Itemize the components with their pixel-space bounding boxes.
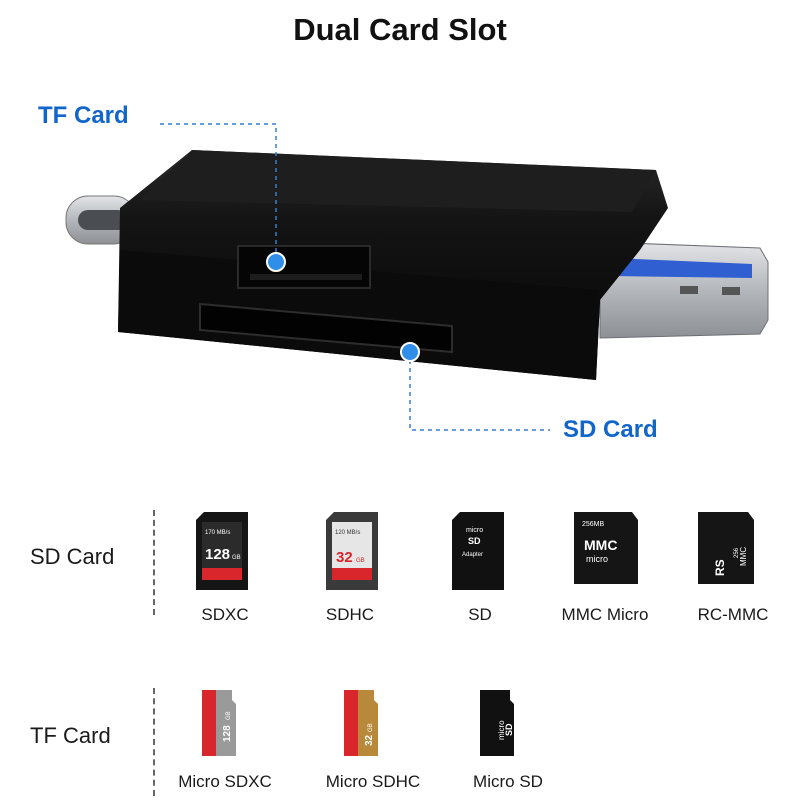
- svg-text:GB: GB: [356, 558, 365, 564]
- sdxc-card-icon: 170 MB/s 128 GB: [196, 512, 248, 590]
- svg-text:128: 128: [222, 725, 233, 742]
- sd-callout-line: [400, 342, 550, 431]
- svg-text:32: 32: [364, 734, 375, 746]
- svg-text:256: 256: [734, 547, 740, 558]
- micro-sd-card-icon: micro SD: [480, 690, 514, 756]
- tf-row-divider: [153, 688, 155, 796]
- card-name-micro-sdhc: Micro SDHC: [325, 772, 421, 791]
- svg-text:120 MB/s: 120 MB/s: [335, 530, 360, 536]
- svg-text:RS: RS: [713, 559, 727, 576]
- sd-card-callout-label: SD Card: [563, 416, 658, 443]
- svg-text:32: 32: [336, 549, 353, 566]
- card-name-sdhc: SDHC: [325, 605, 375, 624]
- sdhc-card-icon: 120 MB/s 32 GB: [326, 512, 378, 590]
- svg-text:SD: SD: [468, 536, 481, 546]
- mmc-micro-card-icon: 256MB MMC micro: [574, 512, 638, 584]
- sd-card-images: 170 MB/s 128 GB 120 MB/s 32 GB micro SD …: [196, 512, 754, 590]
- card-name-micro-sd: Micro SD: [473, 772, 543, 791]
- svg-text:GB: GB: [232, 555, 241, 561]
- tf-callout-line: [160, 123, 286, 272]
- rs-mmc-card-icon: RS 256 MMC: [698, 512, 754, 584]
- svg-text:170 MB/s: 170 MB/s: [205, 530, 230, 536]
- svg-text:micro: micro: [497, 720, 506, 740]
- tf-slot: [237, 245, 371, 289]
- tf-card-callout-label: TF Card: [38, 102, 129, 129]
- sd-adapter-icon: micro SD Adapter: [452, 512, 504, 590]
- page-title: Dual Card Slot: [293, 12, 507, 47]
- svg-text:GB: GB: [368, 723, 374, 732]
- card-name-rc-mmc: RC-MMC: [697, 605, 769, 624]
- svg-text:MMC: MMC: [584, 537, 617, 553]
- svg-text:MMC: MMC: [739, 547, 748, 566]
- micro-sdhc-card-icon: 32 GB: [344, 690, 378, 756]
- svg-text:micro: micro: [586, 554, 608, 564]
- card-reader-illustration: [65, 123, 769, 431]
- svg-text:128: 128: [205, 546, 230, 563]
- reader-body: [118, 150, 668, 380]
- tf-card-row-label: TF Card: [30, 723, 111, 748]
- micro-sdxc-card-icon: 128 GB: [202, 690, 236, 756]
- sd-slot: [199, 302, 453, 354]
- sd-row-divider: [153, 510, 155, 615]
- svg-text:SD: SD: [504, 723, 514, 736]
- svg-text:GB: GB: [226, 711, 232, 720]
- svg-text:256MB: 256MB: [582, 521, 605, 528]
- usb-a-plug: [599, 241, 769, 339]
- card-name-micro-sdxc: Micro SDXC: [178, 772, 272, 791]
- svg-text:Adapter: Adapter: [462, 552, 483, 558]
- svg-text:micro: micro: [466, 527, 483, 534]
- tf-card-images: 128 GB 32 GB micro SD: [202, 690, 514, 756]
- sd-card-row-label: SD Card: [30, 544, 115, 569]
- card-name-mmc-micro: MMC Micro: [561, 605, 649, 624]
- card-name-sd: SD: [468, 605, 492, 624]
- card-name-sdxc: SDXC: [201, 605, 249, 624]
